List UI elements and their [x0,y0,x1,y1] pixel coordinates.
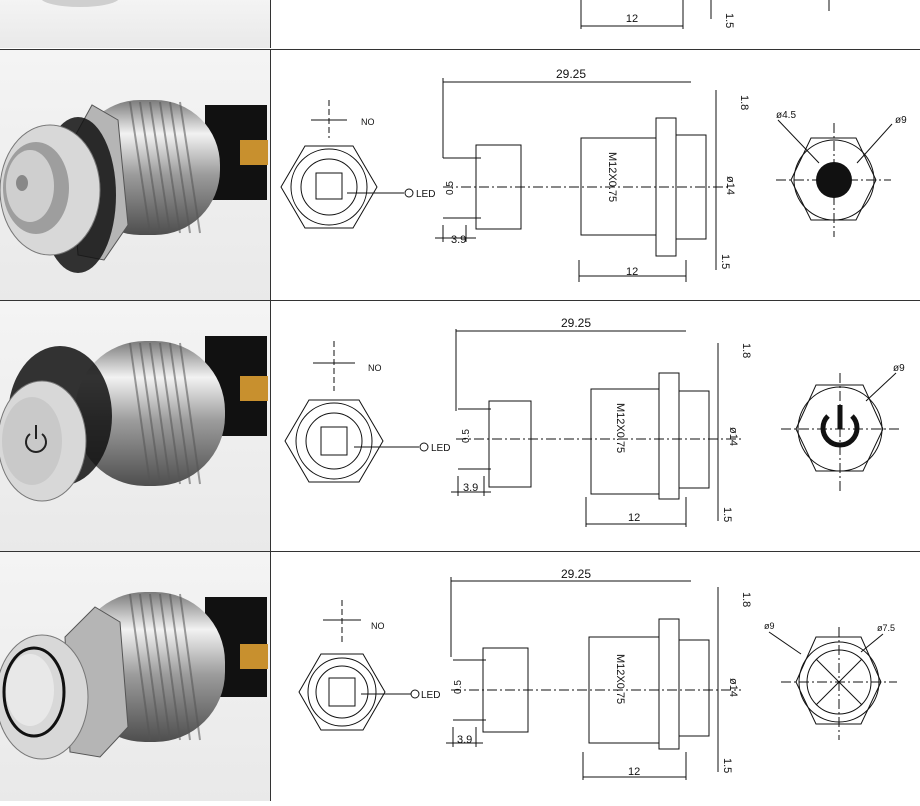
technical-drawing-3: NO LED 29.25 1.8 M12X0.75 ø14 0.5 3.9 12… [298,567,897,780]
dim-diameter-1: ø14 [724,176,736,195]
dim-length-1: 29.25 [556,67,586,81]
product-photo-3 [0,552,271,801]
product-photo-partial [0,0,271,48]
no-label-2: NO [368,363,382,373]
dim-flange-2: 1.8 [740,343,752,358]
dim-offset-3: 0.5 [453,680,464,694]
technical-drawing-1: NO LED 29.25 1.8 M12X0.75 ø14 0.5 3.9 12… [280,67,907,282]
dim-nut-3: 1.5 [721,758,733,773]
led-label-2: LED [431,443,450,454]
dim-length-2: 29.25 [561,316,591,330]
dim-offset-2: 0.5 [461,429,472,443]
dim-body-2: 12 [628,512,640,524]
dim-pitch-2: 3.9 [463,482,478,494]
partial-dim-1-5: 1.5 [723,13,735,28]
no-label-3: NO [371,621,385,631]
technical-drawing-2: NO LED 29.25 1.8 M12X0.75 ø14 0.5 3.9 12… [284,316,905,527]
drawing-1: NO LED 29.25 1.8 M12X0.75 ø14 0.5 3.9 12… [271,50,920,300]
switch-photo-3 [0,592,268,760]
dim-flange-3: 1.8 [740,592,752,607]
callout-b-3: ø7.5 [877,623,895,633]
dim-offset-1: 0.5 [445,181,456,195]
dim-thread-1: M12X0.75 [606,152,618,202]
drawing-partial: 12 1.5 [271,0,920,48]
dim-pitch-3: 3.9 [457,734,472,746]
dim-body-3: 12 [628,766,640,778]
dim-body-1: 12 [626,266,638,278]
product-row-1: NO LED 29.25 1.8 M12X0.75 ø14 0.5 3.9 12… [0,49,920,300]
callout-a-3: ø9 [764,621,775,631]
dim-thread-3: M12X0.75 [614,654,626,704]
partial-dim-12: 12 [626,13,638,25]
partial-dimension-svg: 12 1.5 [580,0,830,29]
dim-diameter-3: ø14 [727,678,739,697]
dim-nut-1: 1.5 [719,254,731,269]
callout-b-1: ø9 [895,115,907,126]
drawing-2: NO LED 29.25 1.8 M12X0.75 ø14 0.5 3.9 12… [271,301,920,551]
drawing-3: NO LED 29.25 1.8 M12X0.75 ø14 0.5 3.9 12… [271,552,920,801]
product-row-partial: 12 1.5 [0,0,920,48]
switch-photo-1 [0,100,268,273]
product-photo-1 [0,50,271,300]
dim-length-3: 29.25 [561,567,591,581]
led-label-1: LED [416,189,435,200]
dim-diameter-2: ø14 [727,427,739,446]
callout-a-1: ø4.5 [776,110,796,121]
no-label-1: NO [361,117,375,127]
dim-flange-1: 1.8 [738,95,750,110]
product-photo-2 [0,301,271,551]
dim-thread-2: M12X0.75 [614,403,626,453]
dim-pitch-1: 3.9 [451,234,466,246]
dim-nut-2: 1.5 [721,507,733,522]
led-label-3: LED [421,690,440,701]
switch-photo-2 [0,336,268,502]
callout-b-2: ø9 [893,363,905,374]
product-row-3: NO LED 29.25 1.8 M12X0.75 ø14 0.5 3.9 12… [0,551,920,801]
product-row-2: NO LED 29.25 1.8 M12X0.75 ø14 0.5 3.9 12… [0,300,920,551]
